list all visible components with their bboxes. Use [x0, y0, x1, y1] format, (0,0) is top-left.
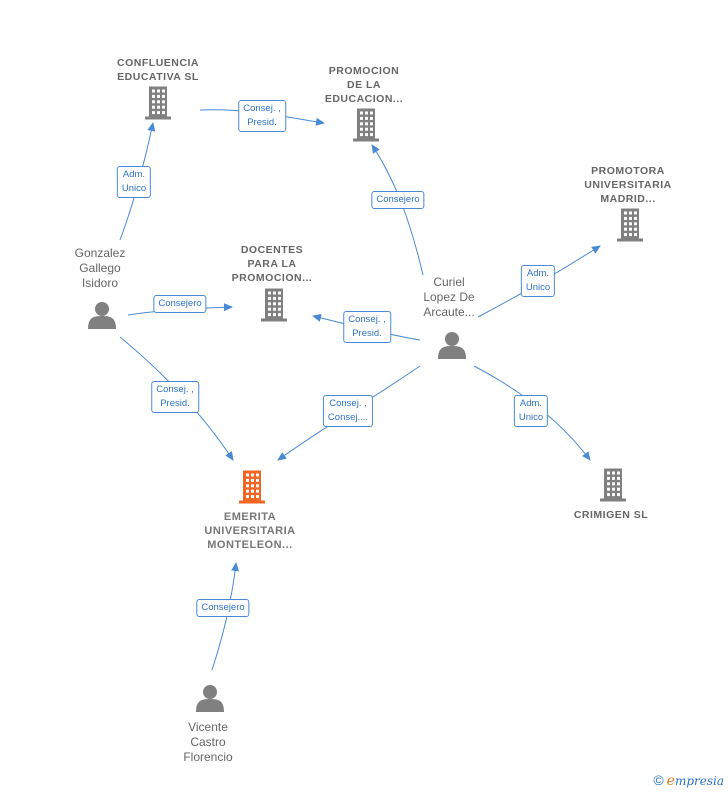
edge-vicente-emerita [211, 562, 240, 671]
node-label-line: UNIVERSITARIA [584, 179, 672, 191]
building-icon-promocion_educacion[interactable] [353, 108, 379, 142]
node-label-line: Curiel [433, 275, 465, 289]
relation-label-line: Presid. [352, 328, 382, 339]
relation-label-curiel-prom[interactable]: Consejero [371, 191, 425, 209]
building-icon-promotora[interactable] [617, 208, 643, 242]
relation-label-line: Presid. [160, 398, 190, 409]
relation-label-vicente-emerita[interactable]: Consejero [196, 599, 250, 617]
relation-label-gonz-conf[interactable]: Adm. Unico [116, 166, 152, 198]
node-label-line: PROMOCION [328, 65, 400, 77]
node-label-line: EDUCACION... [324, 93, 404, 105]
relation-label-curiel-crimigen[interactable]: Adm. Unico [513, 395, 549, 427]
node-label-line: MONTELEON... [207, 539, 293, 551]
node-label-line: Florencio [183, 750, 233, 764]
node-label-line: PROMOCION... [231, 272, 313, 284]
person-icon-curiel[interactable] [438, 332, 466, 359]
edge-curiel-prom [371, 144, 424, 276]
node-label-line: Arcaute... [423, 305, 475, 319]
node-label-line: DE LA [347, 79, 381, 91]
node-label-promotora[interactable]: PROMOTORA UNIVERSITARIA MADRID... [584, 164, 671, 206]
person-icon-gonzalez[interactable] [88, 302, 116, 329]
node-label-line: Castro [190, 735, 226, 749]
node-label-line: Gonzalez [74, 246, 126, 260]
brand-initial: e [666, 773, 675, 789]
node-label-line: Gallego [79, 261, 121, 275]
building-icon-docentes[interactable] [261, 288, 287, 322]
relation-label-conf-prom[interactable]: Consej. , Presid. [238, 100, 286, 132]
node-label-crimigen[interactable]: CRIMIGEN SL [574, 508, 648, 522]
node-label-line: PROMOTORA [591, 165, 665, 177]
relation-label-line: Consej. , [329, 398, 367, 409]
relation-label-curiel-promotora[interactable]: Adm. Unico [520, 265, 556, 297]
relation-label-line: Unico [121, 183, 147, 194]
relation-label-line: Consej. , [243, 103, 281, 114]
relation-label-line: Adm. [526, 268, 550, 279]
relation-label-curiel-docentes[interactable]: Consej. , Presid. [343, 311, 391, 343]
node-label-promocion_educacion[interactable]: PROMOCION DE LA EDUCACION... [325, 64, 403, 106]
node-label-line: Lopez De [423, 290, 475, 304]
copyright-symbol: © [653, 772, 664, 788]
node-label-line: Isidoro [81, 276, 119, 290]
node-label-line: PARA LA [247, 258, 297, 270]
relation-label-line: Unico [525, 282, 551, 293]
node-label-line: CONFLUENCIA [117, 57, 199, 69]
relation-label-curiel-emerita[interactable]: Consej. , Consej.... [322, 395, 374, 427]
node-label-line: DOCENTES [240, 244, 304, 256]
relation-label-line: Adm. [519, 398, 543, 409]
node-label-line: EDUCATIVA SL [117, 71, 199, 83]
person-icon-vicente[interactable] [196, 685, 224, 712]
relation-label-gonz-docentes[interactable]: Consejero [153, 295, 207, 313]
relation-label-gonz-emerita[interactable]: Consej. , Presid. [151, 381, 199, 413]
relation-label-line: Adm. [122, 169, 146, 180]
building-icon-emerita[interactable] [239, 470, 265, 504]
node-label-line: EMERITA [223, 511, 277, 523]
brand-rest: mpresia [674, 774, 724, 788]
relation-label-line: Consejero [376, 194, 420, 205]
node-label-emerita[interactable]: EMERITA UNIVERSITARIA MONTELEON... [204, 510, 295, 552]
node-label-line: Vicente [188, 720, 228, 734]
node-label-confluencia[interactable]: CONFLUENCIA EDUCATIVA SL [117, 56, 199, 84]
relation-label-line: Consejero [158, 298, 202, 309]
node-label-line: CRIMIGEN SL [573, 509, 649, 521]
relation-label-line: Consej. , [348, 314, 386, 325]
building-icon-confluencia[interactable] [145, 86, 171, 120]
relation-label-line: Consej. , [156, 384, 194, 395]
building-icon-crimigen[interactable] [600, 468, 626, 502]
node-label-docentes[interactable]: DOCENTES PARA LA PROMOCION... [232, 243, 313, 285]
empresia-watermark[interactable]: ©empresia [653, 772, 724, 789]
relation-label-line: Consej.... [327, 412, 369, 423]
relation-label-line: Presid. [247, 117, 277, 128]
node-label-line: MADRID... [600, 193, 656, 205]
relation-label-line: Unico [518, 412, 544, 423]
relation-label-line: Consejero [201, 602, 245, 613]
node-label-line: UNIVERSITARIA [204, 525, 296, 537]
